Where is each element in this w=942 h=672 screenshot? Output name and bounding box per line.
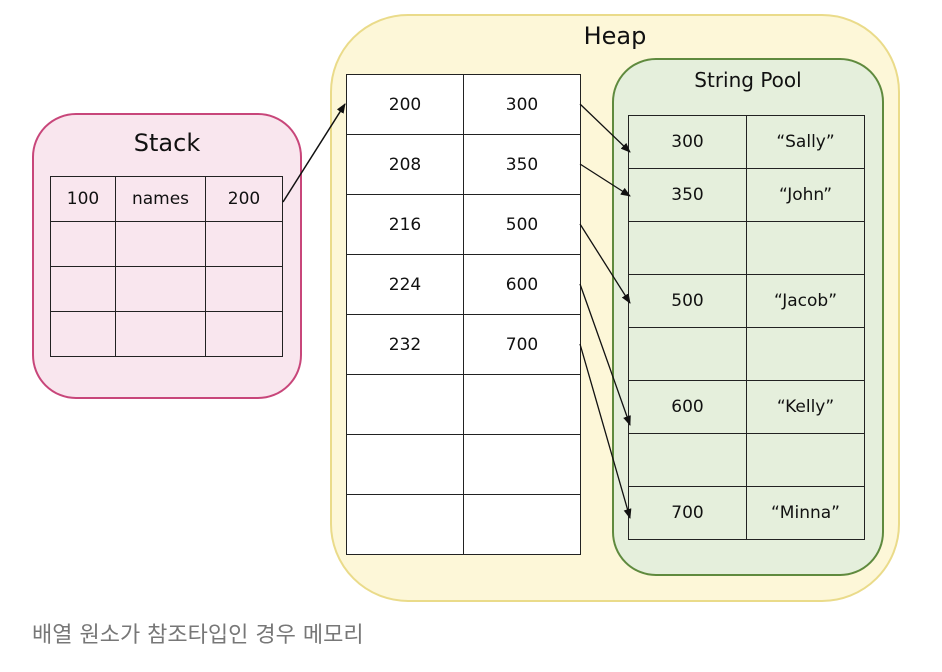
- table-cell: [50, 221, 116, 267]
- table-cell: [205, 311, 283, 357]
- table-cell: “Sally”: [746, 115, 865, 169]
- table-cell: [205, 221, 283, 267]
- table-cell: [115, 311, 206, 357]
- table-row: [50, 221, 283, 267]
- table-row: 600“Kelly”: [628, 380, 865, 434]
- table-cell: 200: [205, 176, 283, 222]
- table-cell: 300: [628, 115, 747, 169]
- table-row: [628, 327, 865, 381]
- table-cell: [50, 311, 116, 357]
- table-cell: 224: [346, 254, 464, 315]
- table-cell: [746, 433, 865, 487]
- table-cell: 216: [346, 194, 464, 255]
- table-cell: 600: [463, 254, 581, 315]
- table-row: [346, 434, 581, 495]
- table-row: [346, 494, 581, 555]
- table-row: [628, 433, 865, 487]
- table-row: 300“Sally”: [628, 115, 865, 169]
- table-cell: “Minna”: [746, 486, 865, 540]
- table-cell: [50, 266, 116, 312]
- table-cell: [346, 374, 464, 435]
- table-cell: 700: [463, 314, 581, 375]
- table-row: 500“Jacob”: [628, 274, 865, 328]
- table-cell: [205, 266, 283, 312]
- table-cell: 350: [463, 134, 581, 195]
- string-pool-table: 300“Sally” 350“John” 500“Jacob” 600“Kell…: [628, 115, 865, 540]
- table-row: [50, 311, 283, 357]
- table-cell: “Jacob”: [746, 274, 865, 328]
- table-cell: 232: [346, 314, 464, 375]
- table-cell: [746, 221, 865, 275]
- table-cell: [463, 374, 581, 435]
- table-cell: [628, 221, 747, 275]
- table-cell: [463, 494, 581, 555]
- string-pool-title: String Pool: [694, 68, 802, 92]
- table-cell: 700: [628, 486, 747, 540]
- table-cell: 500: [463, 194, 581, 255]
- table-row: 700“Minna”: [628, 486, 865, 540]
- table-cell: “Kelly”: [746, 380, 865, 434]
- stack-title: Stack: [133, 129, 201, 157]
- table-cell: [346, 434, 464, 495]
- table-cell: 350: [628, 168, 747, 222]
- table-row: [346, 374, 581, 435]
- table-cell: [628, 433, 747, 487]
- table-row: [50, 266, 283, 312]
- table-cell: 100: [50, 176, 116, 222]
- table-cell: “John”: [746, 168, 865, 222]
- table-cell: [463, 434, 581, 495]
- table-cell: [628, 327, 747, 381]
- table-cell: [346, 494, 464, 555]
- table-cell: [115, 221, 206, 267]
- table-row: [628, 221, 865, 275]
- table-cell: 600: [628, 380, 747, 434]
- table-cell: [115, 266, 206, 312]
- table-cell: names: [115, 176, 206, 222]
- figure-caption: 배열 원소가 참조타입인 경우 메모리: [32, 623, 364, 648]
- table-cell: 300: [463, 74, 581, 135]
- table-cell: 200: [346, 74, 464, 135]
- heap-title: Heap: [583, 22, 647, 50]
- table-cell: 208: [346, 134, 464, 195]
- table-cell: [746, 327, 865, 381]
- table-row: 350“John”: [628, 168, 865, 222]
- table-cell: 500: [628, 274, 747, 328]
